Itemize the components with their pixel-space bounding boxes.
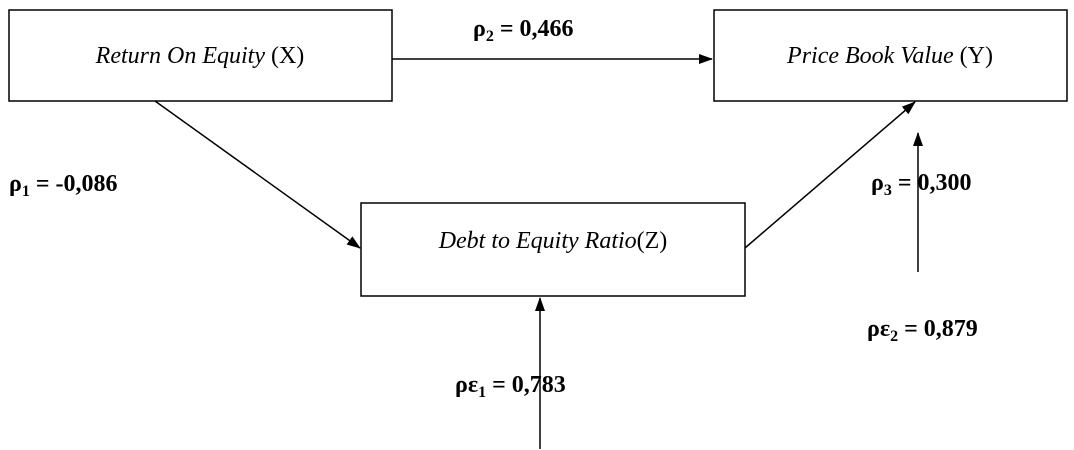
coef-rho-e1: ρε1 = 0,783 — [455, 372, 566, 401]
node-label-der: Debt to Equity Ratio(Z) — [438, 228, 668, 254]
coef-rho2-sub: 2 — [486, 28, 494, 45]
coef-rho-e2-value: = 0,879 — [898, 316, 978, 342]
node-box-pbv — [713, 9, 1068, 102]
coef-rho2: ρ2 = 0,466 — [473, 16, 574, 45]
node-label-pbv-name: Price Book Value — [786, 43, 954, 69]
edge-der-to-pbv — [744, 101, 916, 249]
coef-rho3-value: = 0,300 — [892, 170, 972, 196]
coef-rho-e2-sub: 2 — [890, 328, 898, 345]
node-label-der-name: Debt to Equity Ratio — [438, 228, 637, 254]
coef-rho3: ρ3 = 0,300 — [871, 170, 972, 199]
coef-rho-e1-symbol: ρε — [455, 372, 478, 398]
coef-rho1-sub: 1 — [22, 183, 30, 200]
node-box-roe — [8, 9, 393, 102]
edge-roe-to-der — [154, 100, 361, 249]
node-label-roe-name: Return On Equity — [95, 43, 266, 69]
node-label-roe-var: (X) — [265, 43, 304, 69]
coef-rho-e2: ρε2 = 0,879 — [867, 316, 978, 345]
node-label-der-var: (Z) — [637, 228, 668, 254]
coef-rho3-symbol: ρ — [871, 170, 884, 196]
node-label-pbv-var: (Y) — [954, 43, 993, 69]
node-box-der — [360, 202, 746, 297]
coef-rho2-symbol: ρ — [473, 16, 486, 42]
coef-rho1: ρ1 = -0,086 — [9, 171, 118, 200]
coef-rho1-value: = -0,086 — [30, 171, 118, 197]
coef-rho1-symbol: ρ — [9, 171, 22, 197]
coef-rho-e2-symbol: ρε — [867, 316, 890, 342]
coef-rho2-value: = 0,466 — [494, 16, 574, 42]
coef-rho3-sub: 3 — [884, 182, 892, 199]
coef-rho-e1-sub: 1 — [478, 384, 486, 401]
node-label-roe: Return On Equity (X) — [95, 43, 305, 69]
node-label-pbv: Price Book Value (Y) — [786, 43, 993, 69]
coef-rho-e1-value: = 0,783 — [486, 372, 566, 398]
